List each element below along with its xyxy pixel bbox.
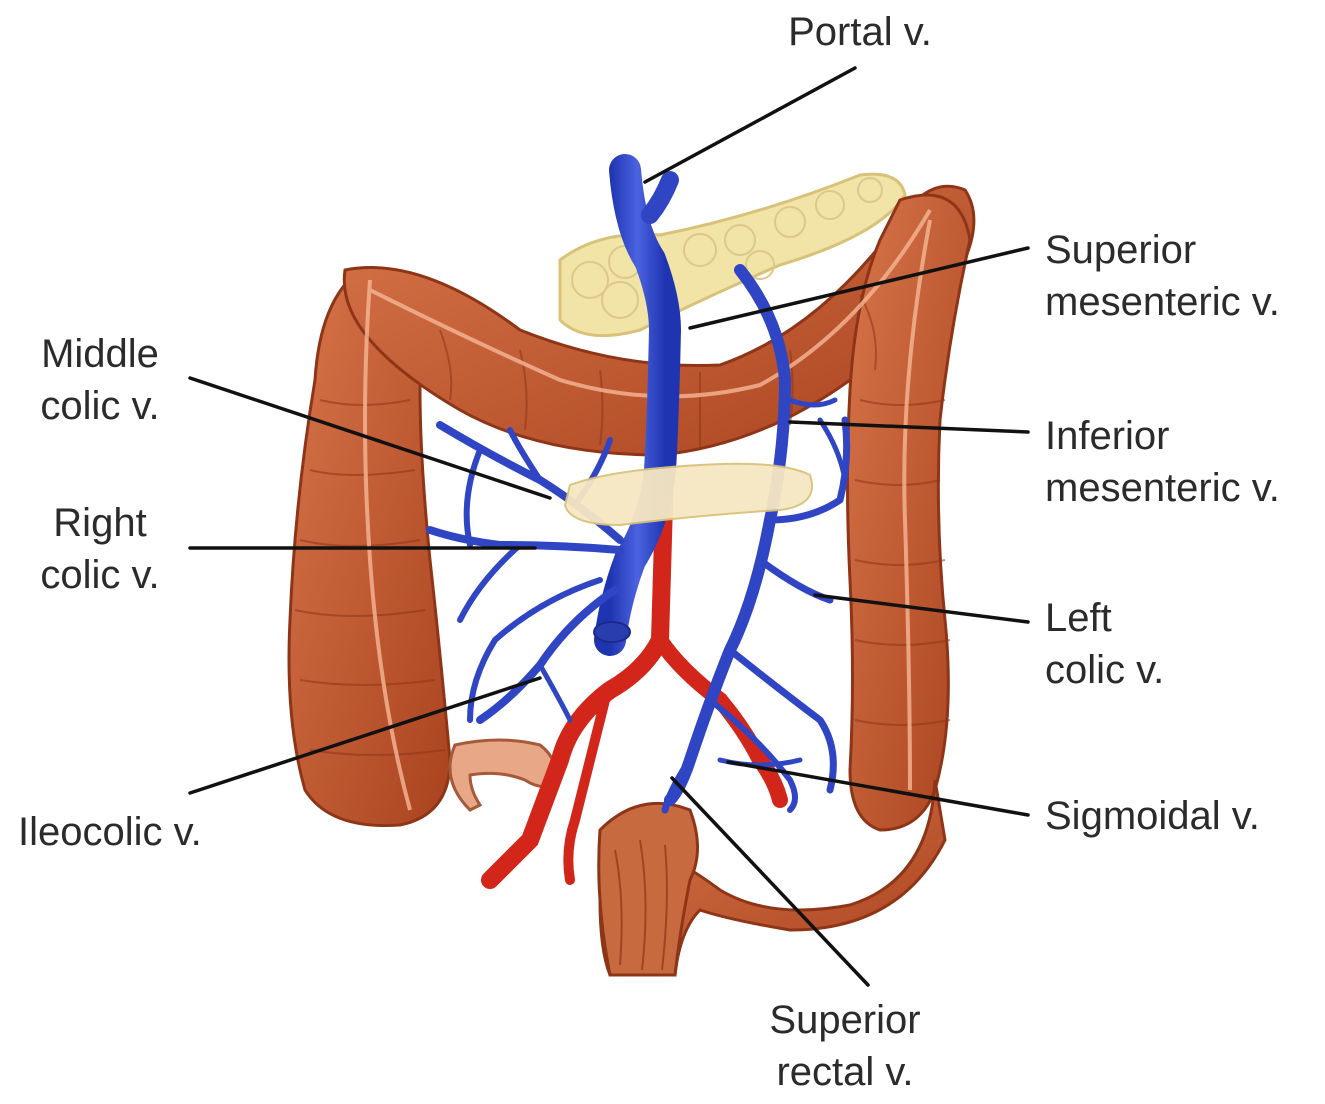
label-superior-rectal-vein: Superior rectal v. (745, 994, 945, 1098)
label-ileocolic-vein: Ileocolic v. (18, 806, 202, 858)
label-inferior-mesenteric-vein: Inferior mesenteric v. (1045, 410, 1280, 514)
label-right-colic-vein: Right colic v. (20, 497, 180, 601)
label-portal-vein: Portal v. (770, 6, 950, 58)
label-middle-colic-vein: Middle colic v. (20, 328, 180, 432)
leader-line-portal (645, 68, 855, 182)
label-sigmoidal-vein: Sigmoidal v. (1045, 790, 1260, 842)
label-left-colic-vein: Left colic v. (1045, 592, 1164, 696)
label-superior-mesenteric-vein: Superior mesenteric v. (1045, 224, 1280, 328)
